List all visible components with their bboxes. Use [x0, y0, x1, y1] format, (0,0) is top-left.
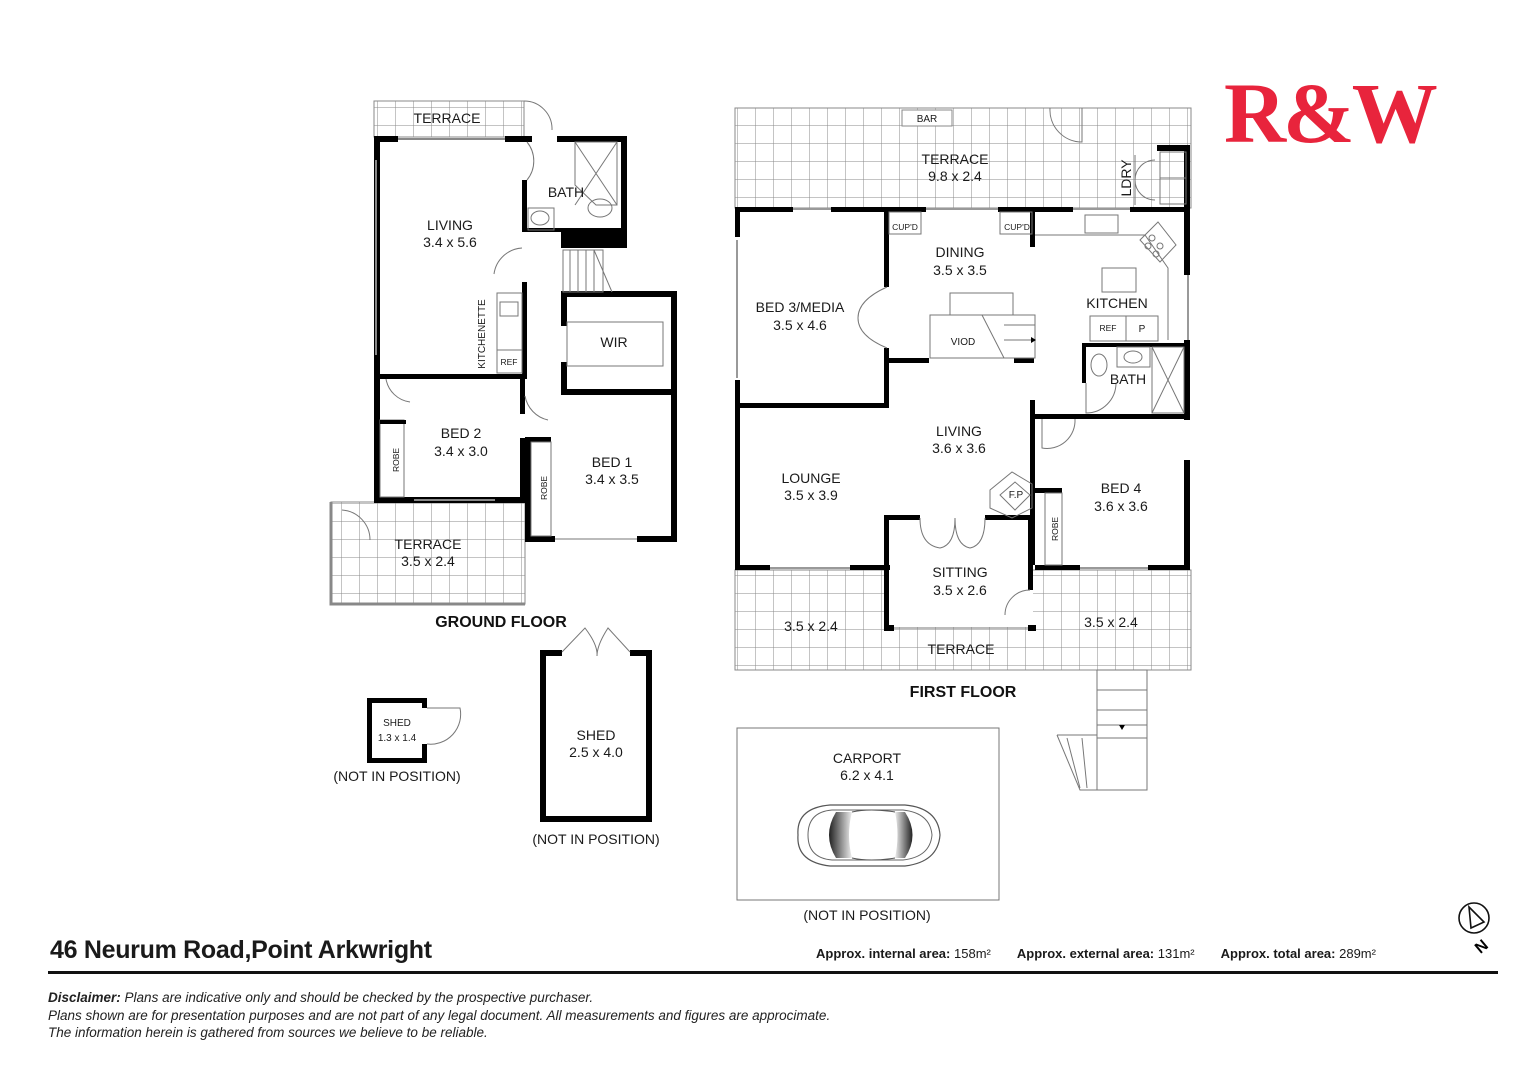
- total-area-label: Approx. total area:: [1220, 946, 1336, 961]
- gf-wir-label: WIR: [600, 334, 627, 350]
- ground-floor-plan: TERRACE LIVING 3.4 x 5.6 BATH KITCHENETT…: [329, 100, 677, 631]
- gf-living-size: 3.4 x 5.6: [423, 234, 477, 250]
- gf-ref-label: REF: [501, 357, 518, 367]
- gf-kitchenette-label: KITCHENETTE: [477, 299, 488, 369]
- property-address: 46 Neurum Road,Point Arkwright: [50, 936, 432, 964]
- ff-lounge-label: LOUNGE: [781, 470, 840, 486]
- internal-area-value: 158m²: [954, 946, 991, 961]
- total-area: Approx. total area: 289m²: [1221, 946, 1376, 961]
- external-area-label: Approx. external area:: [1016, 946, 1155, 961]
- gf-bed2-label: BED 2: [441, 425, 482, 441]
- external-area-value: 131m²: [1157, 946, 1195, 961]
- ff-pantry-label: P: [1139, 324, 1146, 335]
- shed-small-label: SHED: [383, 718, 411, 729]
- ff-dining-label: DINING: [936, 244, 985, 260]
- ff-bath-label: BATH: [1110, 371, 1146, 387]
- shed-large-label: SHED: [577, 727, 616, 743]
- ff-sitting-label: SITTING: [932, 564, 987, 580]
- carport-size: 6.2 x 4.1: [840, 767, 894, 783]
- shed-large-note: (NOT IN POSITION): [532, 831, 659, 847]
- gf-bed1-robe-label: ROBE: [539, 476, 549, 500]
- ff-kitchen-label: KITCHEN: [1086, 295, 1147, 311]
- ff-ref-label: REF: [1100, 323, 1117, 333]
- gf-living-label: LIVING: [427, 217, 473, 233]
- north-label: N: [1472, 937, 1492, 957]
- ff-bed4-robe-label: ROBE: [1050, 517, 1060, 541]
- ff-ldry-label: LDRY: [1118, 159, 1134, 197]
- ff-terrace-top-size: 9.8 x 2.4: [928, 168, 982, 184]
- ff-terrace-bottom-label: TERRACE: [928, 641, 995, 657]
- gf-bed1-size: 3.4 x 3.5: [585, 471, 639, 487]
- area-summary: Approx. internal area: 158m² Approx. ext…: [816, 946, 1376, 961]
- shed-small-note: (NOT IN POSITION): [333, 768, 460, 784]
- gf-bed1-label: BED 1: [592, 454, 633, 470]
- first-floor-title: FIRST FLOOR: [910, 684, 1017, 701]
- internal-area-label: Approx. internal area:: [816, 946, 951, 961]
- ff-terrace-top-tiles: [734, 107, 1192, 209]
- shed-small: SHED 1.3 x 1.4 (NOT IN POSITION): [333, 698, 462, 784]
- carport: CARPORT 6.2 x 4.1 (NOT IN POSITION): [736, 727, 1000, 923]
- car-icon: [797, 804, 941, 867]
- ff-lounge-size: 3.5 x 3.9: [784, 487, 838, 503]
- disclaimer: Disclaimer: Plans are indicative only an…: [48, 989, 830, 1042]
- ff-dining-size: 3.5 x 3.5: [933, 262, 987, 278]
- ff-terrace-top-label: TERRACE: [922, 151, 989, 167]
- shed-large: SHED 2.5 x 4.0 (NOT IN POSITION): [532, 627, 660, 847]
- ff-cupd-left-label: CUP'D: [892, 222, 918, 232]
- ff-sitting-size: 3.5 x 2.6: [933, 582, 987, 598]
- gf-terrace-bottom-size: 3.5 x 2.4: [401, 553, 455, 569]
- ff-void-label: VIOD: [951, 337, 975, 348]
- gf-terrace-top-label: TERRACE: [414, 110, 481, 126]
- carport-note: (NOT IN POSITION): [803, 907, 930, 923]
- gf-bed2-robe-label: ROBE: [391, 448, 401, 472]
- ff-terrace-right-size: 3.5 x 2.4: [1084, 614, 1138, 630]
- gf-terrace-bottom-label: TERRACE: [395, 536, 462, 552]
- footer-divider: [48, 971, 1498, 974]
- ff-bed4-size: 3.6 x 3.6: [1094, 498, 1148, 514]
- disclaimer-heading: Disclaimer:: [48, 990, 121, 1005]
- total-area-value: 289m²: [1339, 946, 1376, 961]
- ff-terrace-left-size: 3.5 x 2.4: [784, 618, 838, 634]
- ff-bar-label: BAR: [917, 114, 938, 125]
- terrace-bottom-tiles: [330, 501, 526, 605]
- disclaimer-line-1: Plans are indicative only and should be …: [120, 990, 594, 1005]
- gf-bath-label: BATH: [548, 184, 584, 200]
- ff-living-label: LIVING: [936, 423, 982, 439]
- shed-large-size: 2.5 x 4.0: [569, 744, 623, 760]
- ff-fireplace-label: F.P: [1009, 490, 1024, 501]
- carport-label: CARPORT: [833, 750, 902, 766]
- terrace-top-tiles: [373, 100, 525, 138]
- external-area: Approx. external area: 131m²: [1017, 946, 1195, 961]
- ff-cupd-right-label: CUP'D: [1004, 222, 1030, 232]
- ff-living-size: 3.6 x 3.6: [932, 440, 986, 456]
- brand-logo: R&W: [1224, 65, 1438, 161]
- gf-bed2-size: 3.4 x 3.0: [434, 443, 488, 459]
- ff-bed3-size: 3.5 x 4.6: [773, 317, 827, 333]
- ff-bed4-label: BED 4: [1101, 480, 1142, 496]
- internal-area: Approx. internal area: 158m²: [816, 946, 991, 961]
- ground-floor-title: GROUND FLOOR: [435, 614, 567, 631]
- north-arrow-icon: N: [1458, 902, 1492, 957]
- disclaimer-line-3: The information herein is gathered from …: [48, 1025, 488, 1040]
- disclaimer-line-2: Plans shown are for presentation purpose…: [48, 1007, 831, 1023]
- ff-bed3-label: BED 3/MEDIA: [756, 299, 845, 315]
- bath-fixtures: [527, 141, 618, 231]
- first-floor-plan: BAR TERRACE 9.8 x 2.4 LDRY CUP'D CUP'D D…: [734, 107, 1192, 791]
- shed-small-size: 1.3 x 1.4: [378, 733, 417, 744]
